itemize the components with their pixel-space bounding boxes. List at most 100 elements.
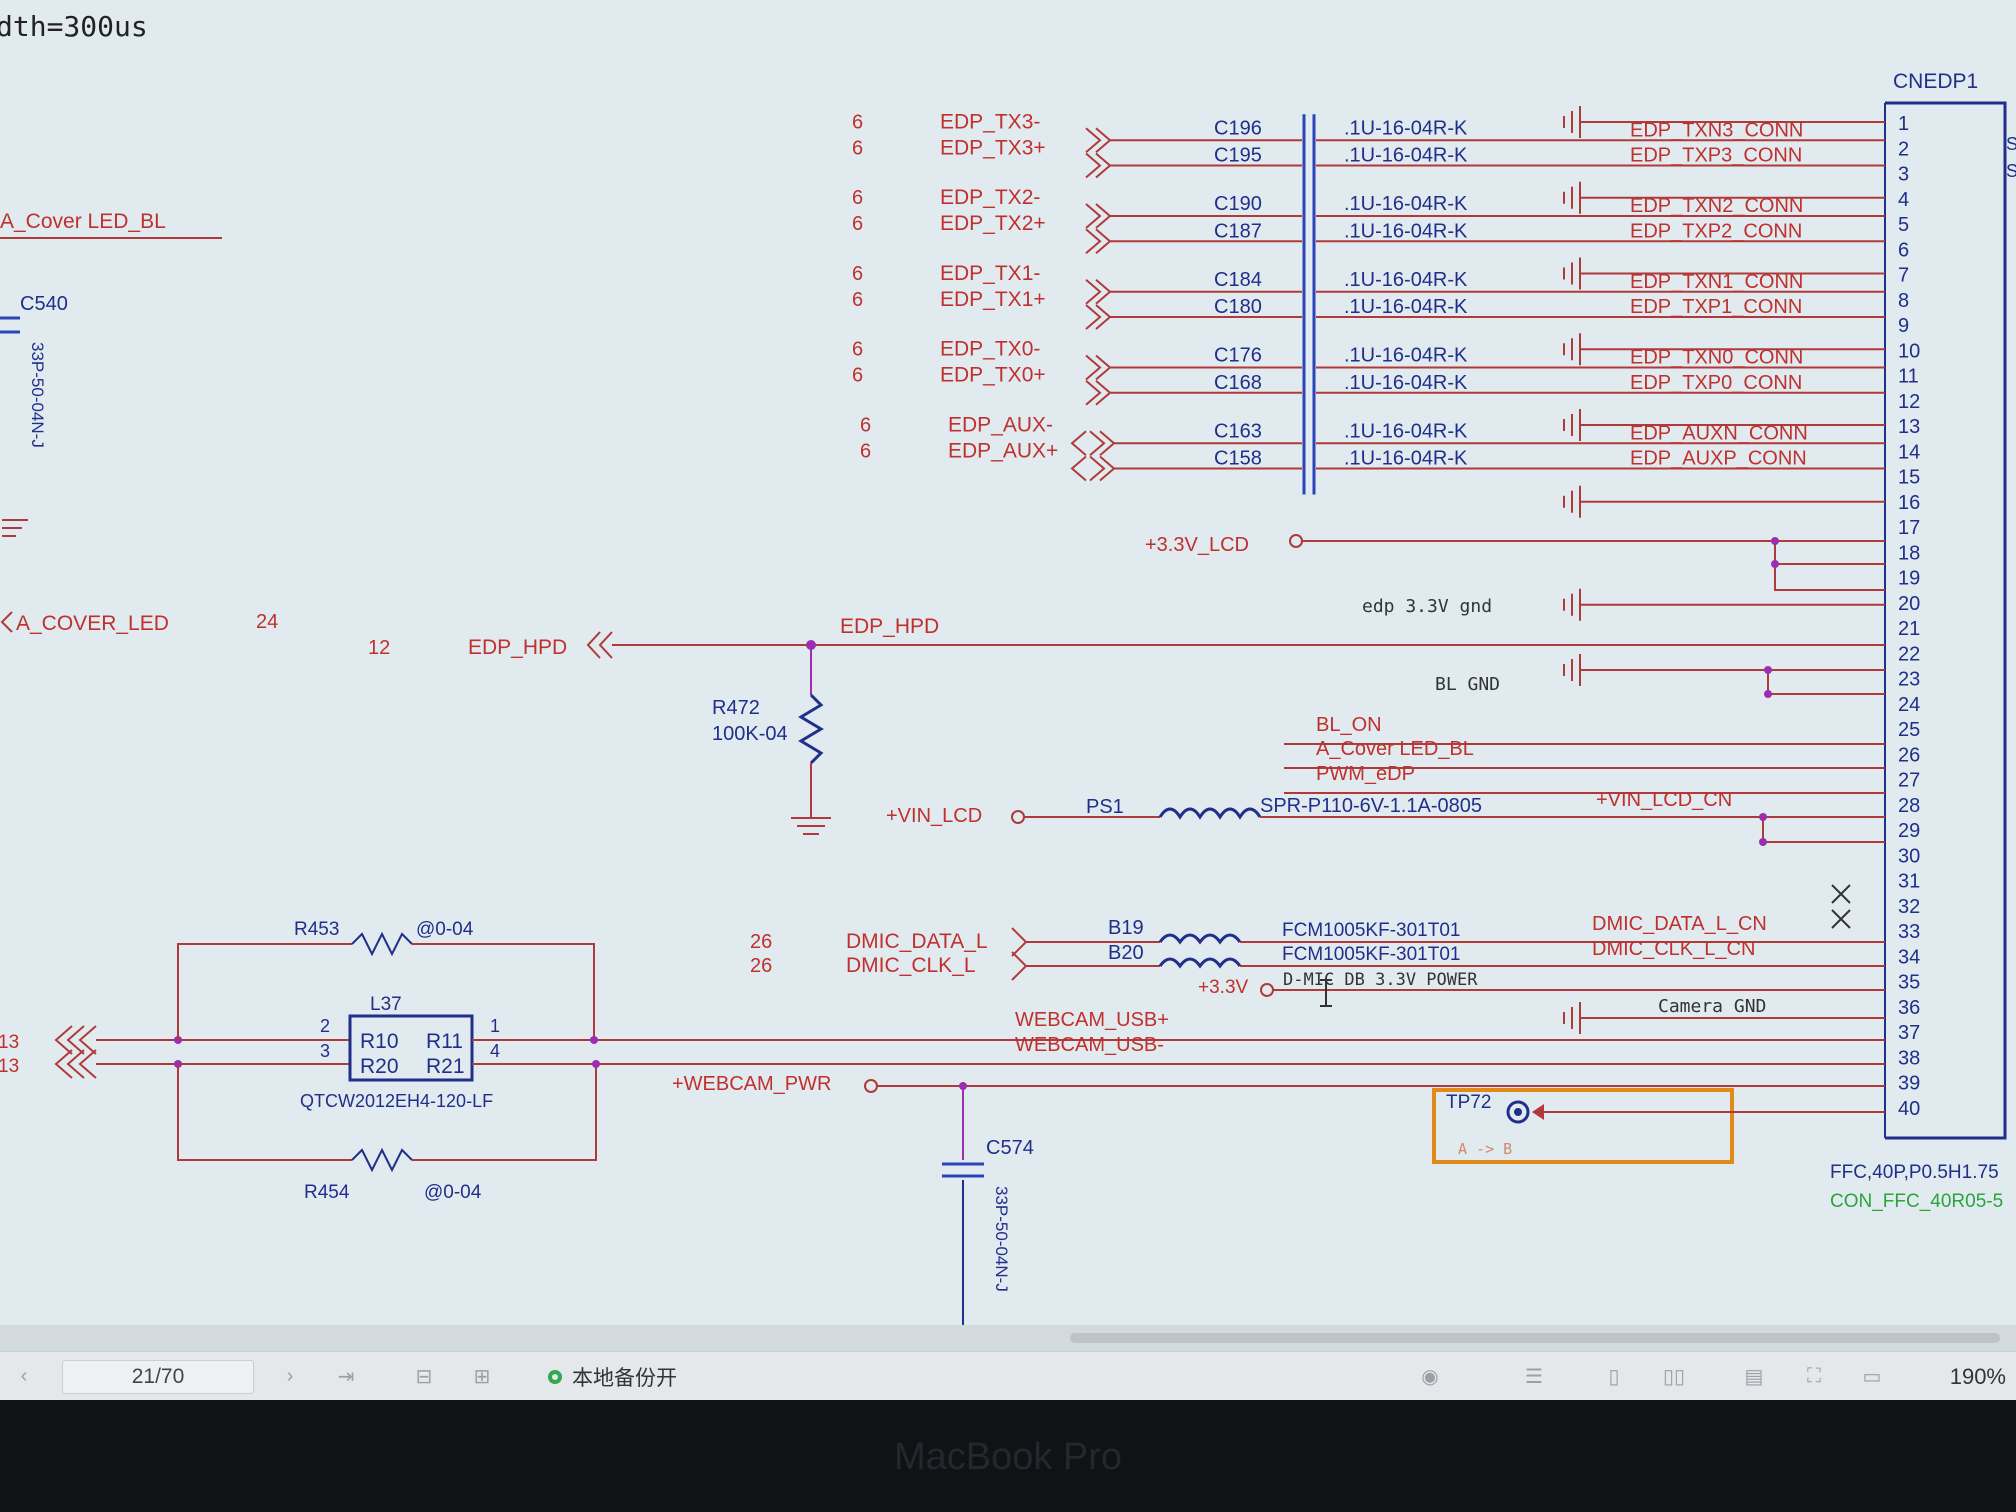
fit-width-icon[interactable]: ☰ [1525,1365,1543,1388]
pair-conn-n-0: EDP_TXP3_CONN [1630,145,1802,167]
b19-part: FCM1005KF-301T01 [1282,920,1460,941]
diff-pair-4: 66EDP_AUX-EDP_AUX+C163C158.1U-16-04R-K.1… [860,409,1885,495]
status-bar: ‹ 21/70 › ⇥ ⊟ ⊞ 本地备份开 ◉ ☰ ▯ ▯▯ ▤ ⛶ ▭ 190… [0,1351,2016,1400]
connector-pin-26: 26 [1898,744,1920,766]
pair-val-p-3: .1U-16-04R-K [1344,345,1468,367]
connector-pin-10: 10 [1898,340,1920,362]
hpd-section: edp 3.3V gnd 12 EDP_HPD EDP_HPD R472 100… [368,588,1885,835]
pair-val-p-2: .1U-16-04R-K [1344,269,1468,291]
pair-sheet-n-2: 6 [852,289,863,311]
pair-sheet-n-4: 6 [860,440,871,462]
page-number-value: 21/70 [131,1365,185,1388]
connector-pin-19: 19 [1898,568,1920,590]
connector-pin-38: 38 [1898,1047,1920,1069]
connector-pin-12: 12 [1898,391,1920,413]
connector-pin-17: 17 [1898,517,1920,539]
connector-pin-16: 16 [1898,492,1920,514]
pwm-edp-net: PWM_eDP [1316,763,1415,785]
cover-led-label: A_COVER_LED [16,612,169,635]
pair-val-n-1: .1U-16-04R-K [1344,220,1468,242]
b20-part: FCM1005KF-301T01 [1282,944,1460,965]
tp72-note: A -> B [1458,1140,1512,1158]
local-backup-status[interactable]: 本地备份开 [548,1362,677,1392]
pair-net-p-1: EDP_TX2- [940,186,1040,209]
connector-pin-34: 34 [1898,946,1920,968]
connector-desc: FFC,40P,P0.5H1.75 [1830,1162,1999,1183]
pair-val-p-0: .1U-16-04R-K [1344,117,1468,139]
pair-cap-n-1: C187 [1214,220,1262,242]
horizontal-scrollbar[interactable] [0,1325,2016,1351]
bl-on-net: BL_ON [1316,714,1382,736]
l37-ref: L37 [370,994,402,1015]
pair-net-n-3: EDP_TX0+ [940,364,1046,387]
pair-sheet-p-1: 6 [852,187,863,209]
single-page-icon[interactable]: ▯ [1608,1365,1620,1388]
last-page-icon[interactable]: ⇥ [337,1365,355,1388]
pair-cap-p-0: C196 [1214,117,1262,139]
r454-value: @0-04 [424,1182,482,1203]
connector-pin-14: 14 [1898,441,1920,463]
connector-pin-39: 39 [1898,1073,1920,1095]
pair-net-p-0: EDP_TX3- [940,110,1040,133]
forward-icon[interactable]: ⊞ [473,1365,491,1388]
backup-on-icon [548,1370,562,1384]
cover-bl-net: A_Cover LED_BL [1316,738,1474,760]
hpd-net: EDP_HPD [468,636,567,659]
scrollbar-thumb[interactable] [1070,1333,2000,1343]
zoom-level[interactable]: 190% [1949,1364,2006,1389]
pair-conn-n-2: EDP_TXP1_CONN [1630,296,1802,318]
two-page-icon[interactable]: ▯▯ [1662,1365,1685,1388]
pair-cap-n-3: C168 [1214,372,1262,394]
c574-value: 33P-50-04N-J [992,1186,1011,1292]
header-fragment: dth=300us [0,10,148,43]
pair-net-p-4: EDP_AUX- [948,413,1053,436]
l37-pin-2: 2 [320,1016,330,1036]
connector-pin-7: 7 [1898,265,1909,287]
tp72[interactable]: TP72 A -> B [1432,1088,1885,1164]
eye-mode-icon[interactable]: ◉ [1421,1365,1439,1388]
pair-cap-p-1: C190 [1214,193,1262,215]
page-number-input[interactable]: 21/70 [62,1360,254,1394]
pair-val-n-2: .1U-16-04R-K [1344,296,1468,318]
connector-pin-6: 6 [1898,239,1909,261]
connector-pin-40: 40 [1898,1098,1920,1120]
r454-ref: R454 [304,1182,350,1203]
v33-label: +3.3V [1198,977,1249,998]
connector-pin-21: 21 [1898,618,1920,640]
dmic-clk-net: DMIC_CLK_L [846,954,976,977]
prev-page-icon[interactable]: ‹ [20,1364,28,1387]
bezel-brand: MacBook Pro [893,1436,1123,1478]
connector-pin-37: 37 [1898,1022,1920,1044]
pair-sheet-n-1: 6 [852,213,863,235]
cover-led-sheet: 24 [256,611,278,633]
pair-conn-p-0: EDP_TXN3_CONN [1630,119,1803,141]
pair-conn-p-1: EDP_TXN2_CONN [1630,195,1803,217]
webcam-usb-n-net: WEBCAM_USB- [1015,1034,1164,1056]
fullscreen-icon[interactable]: ⛶ [1807,1364,1821,1387]
webcam-pwr-section: +WEBCAM_PWR C574 33P-50-04N-J [672,1073,1885,1325]
pair-val-n-4: .1U-16-04R-K [1344,448,1468,470]
connector-pin-31: 31 [1898,871,1920,893]
dmic-section: 26 26 DMIC_DATA_L DMIC_CLK_L B19 B20 FCM… [750,913,1885,1034]
back-icon[interactable]: ⊟ [415,1365,433,1388]
camera-gnd-note: Camera GND [1658,996,1766,1017]
dmic-sheet-1: 26 [750,931,772,953]
svg-text:S: S [2006,134,2016,154]
pair-sheet-p-3: 6 [852,339,863,361]
next-page-icon[interactable]: › [286,1364,294,1387]
continuous-page-icon[interactable]: ▤ [1744,1365,1764,1388]
vin-lcd-cn-label: +VIN_LCD_CN [1596,789,1732,811]
bookmark-icon[interactable]: ▭ [1862,1365,1882,1388]
connector-cnedp1: CNEDP1 123456789101112131415161718192021… [1830,70,2016,1212]
ps1-ref: PS1 [1086,796,1124,818]
pair-sheet-n-0: 6 [852,137,863,159]
diff-pair-1: 66EDP_TX2-EDP_TX2+C190C187.1U-16-04R-K.1… [852,181,1885,268]
pair-net-p-2: EDP_TX1- [940,262,1040,285]
dmic-data-net: DMIC_DATA_L [846,930,988,953]
l37-r20: R20 [360,1055,399,1078]
pair-sheet-p-2: 6 [852,263,863,285]
connector-pin-28: 28 [1898,795,1920,817]
webcam-pwr-label: +WEBCAM_PWR [672,1073,831,1095]
pair-cap-p-4: C163 [1214,420,1262,442]
